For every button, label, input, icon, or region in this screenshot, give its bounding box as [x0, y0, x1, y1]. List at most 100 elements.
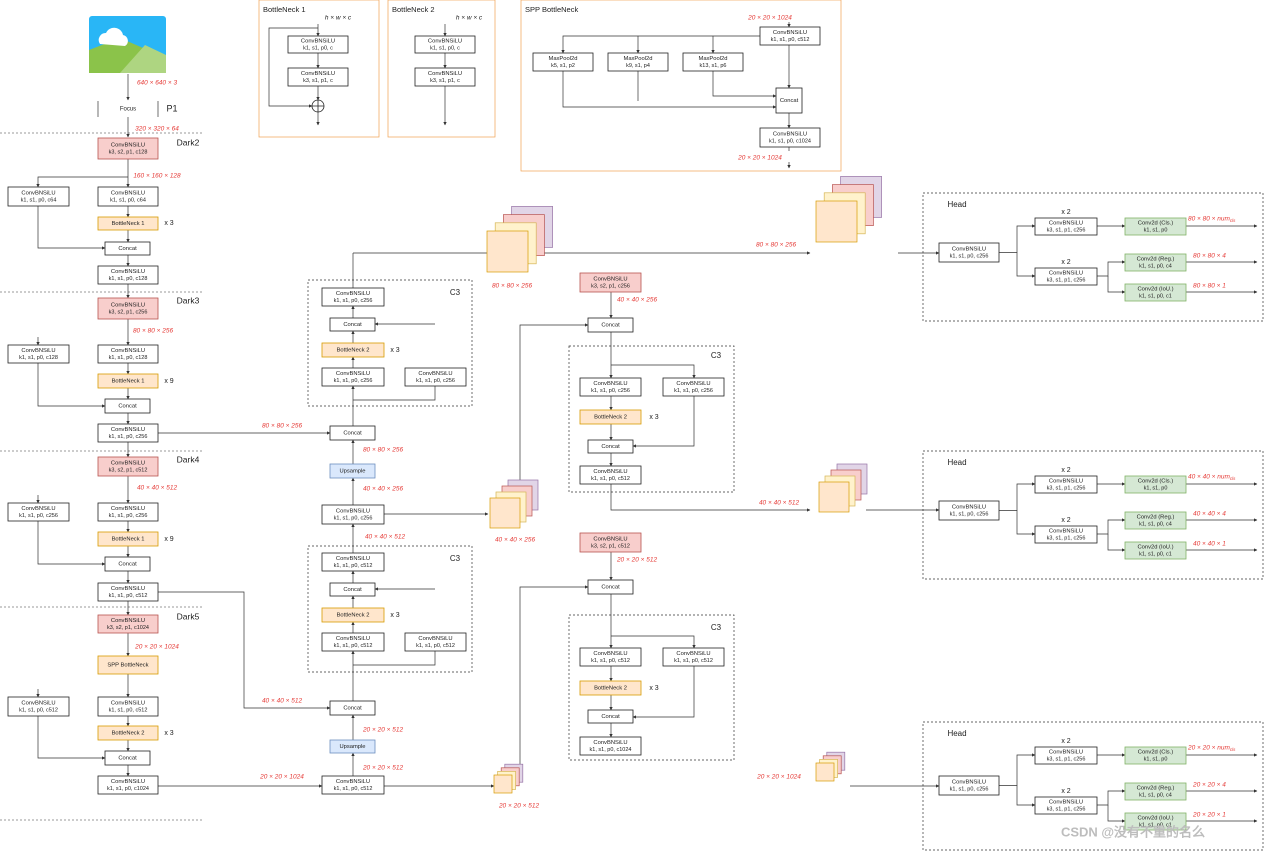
connector: [632, 396, 695, 448]
block-params: k1, s1, p0, c256: [109, 513, 148, 519]
connector: [712, 71, 777, 98]
head-40-frame: [922, 450, 1264, 580]
block-params: k1, s1, p0, c512: [334, 786, 373, 792]
block-op: ConvBNSiLU: [773, 132, 807, 138]
head-40-out-cls: 40 × 40 × numcls: [1188, 474, 1236, 481]
block-op: ConvBNSiLU: [21, 348, 55, 354]
dim-pan20b: 20 × 20 × 1024: [756, 774, 801, 781]
block-op: MaxPool2d: [623, 56, 652, 62]
feature-map-layer: [486, 230, 529, 273]
block-op: Conv2d (Reg.): [1137, 786, 1175, 792]
fpn-upsample-20: [329, 739, 376, 754]
head-20-reg-conv: [1124, 782, 1187, 801]
connector: [1016, 510, 1036, 536]
connector: [611, 364, 696, 379]
block-params: k1, s1, p0, c512: [416, 643, 455, 649]
block-params: k13, s1, p6: [700, 63, 727, 69]
block-op: ConvBNSiLU: [1049, 800, 1083, 806]
d5-main-conv: [97, 696, 159, 717]
connector: [519, 323, 589, 500]
block-op: ConvBNSiLU: [952, 505, 986, 511]
block-params: k1, s1, p0, c512: [591, 658, 630, 664]
dim-pan20: 20 × 20 × 512: [616, 557, 658, 564]
block-params: k1, s1, p0, c4: [1139, 521, 1172, 527]
feature-map-layer: [815, 762, 835, 782]
connector: [1016, 785, 1036, 807]
fpn-c3b-main: [321, 632, 385, 652]
block-op: Conv2d (IoU.): [1137, 545, 1173, 551]
head-40-out-iou: 40 × 40 × 1: [1193, 541, 1226, 548]
block-op: Concat: [118, 246, 137, 252]
repeat-label: x 9: [164, 378, 173, 385]
block-op: ConvBNSiLU: [593, 537, 627, 543]
spp-title: SPP BottleNeck: [525, 5, 578, 14]
pan-c3a-left: [579, 377, 642, 397]
connector: [1107, 805, 1126, 823]
block-op: ConvBNSiLU: [952, 780, 986, 786]
d2-side-conv: [7, 186, 70, 207]
repeat-label: x 2: [1061, 467, 1070, 474]
block-op: ConvBNSiLU: [418, 636, 452, 642]
head-20-out-cls: 20 × 20 × numcls: [1187, 745, 1236, 752]
d4-out-conv: [97, 582, 159, 602]
image-hill-front: [120, 45, 166, 73]
dim-dark3: 80 × 80 × 256: [133, 328, 174, 335]
head-80-reg-branch: [1034, 267, 1098, 286]
fpn-c3a-side: [404, 367, 467, 387]
block-op: ConvBNSiLU: [1049, 479, 1083, 485]
connector: [1107, 534, 1126, 552]
block-params: k3, s1, p1, c256: [1047, 485, 1086, 491]
block-op: ConvBNSiLU: [21, 506, 55, 512]
head-40-reg-branch: [1034, 525, 1098, 544]
block-op: ConvBNSiLU: [111, 701, 145, 707]
block-op: ConvBNSiLU: [111, 348, 145, 354]
head-20-cls-conv: [1124, 746, 1187, 765]
dim-pan40b: 40 × 40 × 512: [759, 500, 800, 507]
head-80-out-reg: 80 × 80 × 4: [1193, 253, 1226, 260]
num-subscript: cls: [1230, 476, 1236, 481]
block-op: ConvBNSiLU: [593, 740, 627, 746]
block-params: k1, s1, p0, c256: [591, 388, 630, 394]
block-op: ConvBNSiLU: [593, 277, 627, 283]
block-op: Concat: [601, 444, 620, 450]
fpn-concat-40: [329, 425, 376, 441]
block-params: k1, s1, p0, c256: [950, 253, 989, 259]
block-op: ConvBNSiLU: [111, 427, 145, 433]
dim-spp-out: 20 × 20 × 1024: [737, 155, 782, 162]
fpn-c3b-concat: [329, 582, 376, 597]
block-op: ConvBNSiLU: [336, 779, 370, 785]
add-icon: [312, 100, 324, 112]
dim-up40: 40 × 40 × 256: [363, 486, 404, 493]
connector: [158, 591, 331, 710]
d2-out-conv: [97, 265, 159, 285]
block-params: k3, s2, p1, c128: [109, 149, 148, 155]
head-title: Head: [947, 458, 966, 467]
stage-dark4: Dark4: [177, 454, 200, 464]
pan-c3b-concat: [587, 709, 634, 724]
d5-out-conv: [97, 775, 159, 795]
connector: [37, 521, 106, 566]
c3-fpn-a-frame: [307, 279, 473, 407]
block-params: k3, s1, p1, c256: [1047, 756, 1086, 762]
dim-dark2: 160 × 160 × 128: [133, 173, 181, 180]
dim-cube40: 40 × 40 × 256: [495, 537, 536, 544]
d3-out-conv: [97, 423, 159, 443]
c3-pan-a-frame: [568, 345, 735, 493]
connector: [37, 206, 106, 250]
block-params: k3, s1, p1, c256: [1047, 535, 1086, 541]
connector: [611, 635, 696, 649]
bottleneck2-title: BottleNeck 2: [392, 5, 435, 14]
block-op: ConvBNSiLU: [1049, 750, 1083, 756]
block-params: k5, s1, p2: [551, 63, 575, 69]
head-20-reg-branch: [1034, 796, 1098, 815]
block-params: k1, s1, p0, c4: [1139, 263, 1172, 269]
d5-bottleneck: [97, 725, 159, 741]
block-params: k1, s1, p0, c128: [19, 355, 58, 361]
spp-pool3: [682, 52, 744, 72]
block-params: k1, s1, p0, c1024: [590, 747, 632, 753]
block-params: k1, s1, p0, c128: [109, 276, 148, 282]
cube-80-neck: [486, 206, 553, 273]
block-op: Upsample: [339, 744, 365, 750]
block-params: k3, s2, p1, c512: [591, 543, 630, 549]
